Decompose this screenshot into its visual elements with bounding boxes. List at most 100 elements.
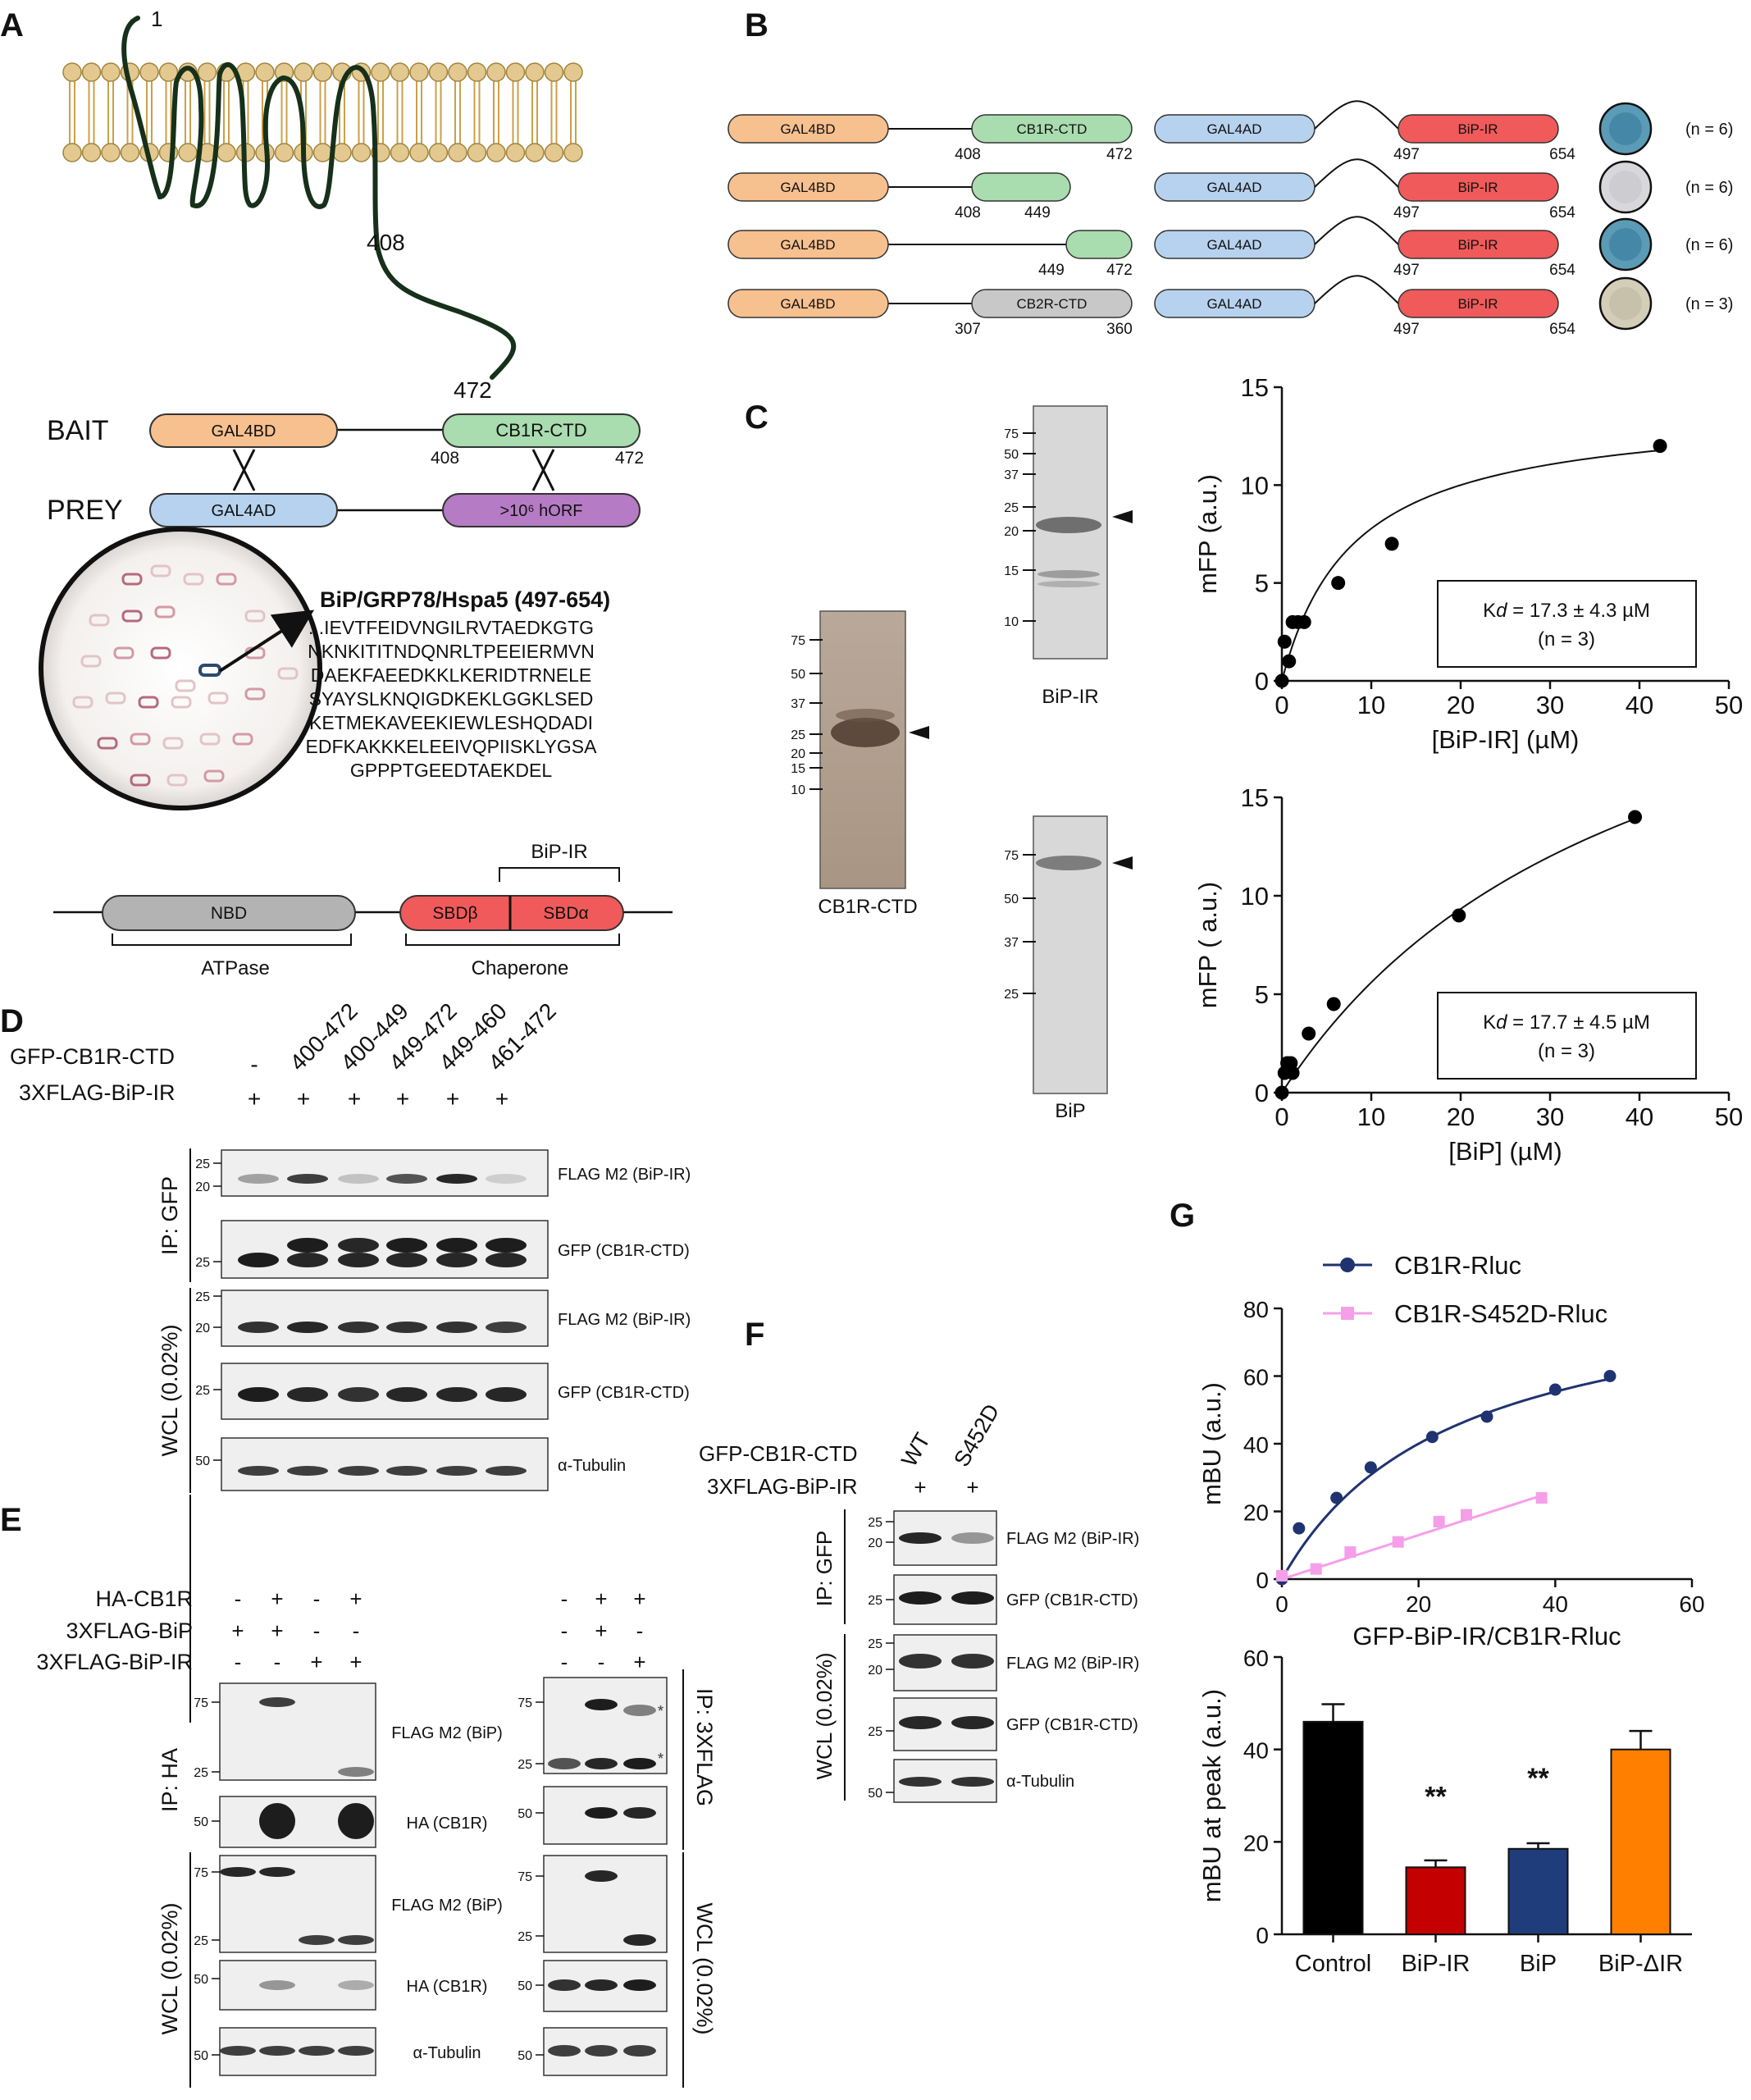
mw-marker: 25 xyxy=(195,1384,210,1398)
data-point xyxy=(1535,1492,1548,1504)
blot-band xyxy=(338,1174,379,1184)
blot-label: GFP (CB1R-CTD) xyxy=(1006,1591,1138,1609)
band-cb1r-ctd xyxy=(831,718,900,747)
yeast-colony xyxy=(80,655,102,668)
plus-sign: + xyxy=(248,1086,261,1112)
gal4ad-label: GAL4AD xyxy=(1206,237,1261,253)
legend-label: CB1R-S452D-Rluc xyxy=(1394,1299,1607,1328)
lipid-head xyxy=(62,62,82,82)
gal4bd-label: GAL4BD xyxy=(780,296,835,312)
bip-ir-domain xyxy=(1398,230,1559,259)
blot-band xyxy=(585,1699,618,1710)
blot-band xyxy=(386,1322,427,1333)
blot-band xyxy=(338,1803,374,1839)
lipid-head xyxy=(101,143,121,162)
prey-start-label: 497 xyxy=(1393,321,1420,338)
mw-marker: 50 xyxy=(1004,448,1019,462)
lipid-head xyxy=(448,62,467,82)
blot-band xyxy=(548,2045,581,2057)
gal4ad-label: GAL4AD xyxy=(1206,121,1261,137)
blot-band xyxy=(623,2045,656,2057)
significance-label: ** xyxy=(1425,1781,1447,1812)
x-tick-label: 50 xyxy=(1715,691,1743,719)
mw-marker: 50 xyxy=(194,1815,208,1829)
prey-start-label: 497 xyxy=(1393,262,1420,279)
y-axis-label: mFP ( a.u.) xyxy=(1193,882,1222,1008)
blot-band xyxy=(386,1238,427,1253)
blot-e-left-5 xyxy=(219,2027,376,2076)
gel-cb1r-ctd xyxy=(819,610,906,889)
gal4ad-label: GAL4AD xyxy=(1206,296,1261,312)
x-tick-label: 40 xyxy=(1626,1102,1653,1131)
blot-band xyxy=(486,1174,527,1184)
data-point xyxy=(1297,614,1311,629)
sequence-line: NKNKITITNDQNRLTPEEIERMVN xyxy=(308,641,595,662)
panel-letter-g: G xyxy=(1170,1198,1195,1234)
x-tick-label: BiP xyxy=(1520,1951,1557,1977)
sign: + xyxy=(595,1586,607,1611)
blot-band xyxy=(299,2046,335,2056)
kd-text-bottom: Kd = 17.7 ± 4.5 µM xyxy=(1483,1011,1650,1034)
mw-marker: 20 xyxy=(868,1664,882,1678)
mw-marker: 10 xyxy=(1004,615,1019,629)
lipid-head xyxy=(274,143,294,162)
hit-sequence: ...IEVTFEIDVNGILRVTAEDKGTGNKNKITITNDQNRL… xyxy=(306,617,598,781)
blot-band xyxy=(623,1758,656,1769)
bip-ir-label: BiP-IR xyxy=(531,841,587,863)
blot-band xyxy=(623,1705,656,1716)
bip-ir-label: BiP-IR xyxy=(1457,296,1498,312)
blot-band xyxy=(259,1980,295,1990)
sign: - xyxy=(561,1650,568,1674)
mw-marker: 25 xyxy=(1004,501,1019,515)
sign: - xyxy=(235,1650,242,1674)
mw-marker: 50 xyxy=(194,2049,208,2063)
data-point xyxy=(1364,1461,1377,1474)
blot-e-left-4 xyxy=(219,1960,376,2011)
mw-marker: 25 xyxy=(868,1594,882,1608)
data-point xyxy=(1461,1509,1472,1521)
blot-band xyxy=(951,1777,994,1787)
prey-end-label: 654 xyxy=(1549,204,1575,221)
gal4ad-label: GAL4AD xyxy=(212,502,276,520)
y-tick-label: 10 xyxy=(1241,882,1269,911)
blot-band xyxy=(623,1934,656,1946)
e-wcl-right-label: WCL (0.02%) xyxy=(692,1902,717,2034)
lipid-head xyxy=(428,62,449,82)
prey-end-label: 654 xyxy=(1549,146,1575,163)
lipid-head xyxy=(312,62,333,82)
y-tick-label: 40 xyxy=(1243,1432,1269,1458)
bar xyxy=(1507,1847,1569,1936)
plus-sign: + xyxy=(348,1086,361,1112)
f-row1-label: GFP-CB1R-CTD xyxy=(699,1441,858,1466)
lipid-head xyxy=(197,62,217,82)
prey-label: PREY xyxy=(47,495,123,526)
mw-marker: 75 xyxy=(194,1696,208,1710)
kd-box-bottom xyxy=(1437,992,1697,1080)
chaperone-label: Chaperone xyxy=(472,957,569,979)
sequence-line: KETMEKAVEEKIEWLESHQDADI xyxy=(309,712,593,733)
panel-letter-b: B xyxy=(745,7,768,43)
kd-n-bottom: (n = 3) xyxy=(1538,1040,1595,1062)
e-row-label: HA-CB1R xyxy=(95,1586,193,1611)
blot-e-right-5 xyxy=(543,2027,668,2076)
bip-ir-domain xyxy=(1398,114,1559,144)
lipid-head xyxy=(467,62,487,82)
sign: + xyxy=(633,1586,645,1611)
yeast-colony xyxy=(166,774,188,787)
blot-band xyxy=(899,1532,942,1544)
y-tick-label: 20 xyxy=(1243,1830,1269,1856)
e-row-label: 3XFLAG-BiP xyxy=(66,1618,193,1643)
blot-e-right-3 xyxy=(543,1855,668,1953)
blot-label: FLAG M2 (BiP-IR) xyxy=(1006,1530,1139,1548)
prey-end-label: 654 xyxy=(1549,321,1575,338)
lipid-head xyxy=(409,143,429,162)
panel-letter-c: C xyxy=(745,399,768,436)
mw-marker: 75 xyxy=(518,1870,532,1884)
lipid-head xyxy=(351,143,372,162)
lipid-head xyxy=(390,62,410,82)
kd-box-top xyxy=(1437,580,1697,668)
x-tick-label: 0 xyxy=(1274,1102,1288,1131)
y-axis-label: mBU at peak (a.u.) xyxy=(1197,1689,1226,1902)
y-tick-label: 40 xyxy=(1243,1738,1269,1764)
blot-band xyxy=(436,1322,477,1333)
